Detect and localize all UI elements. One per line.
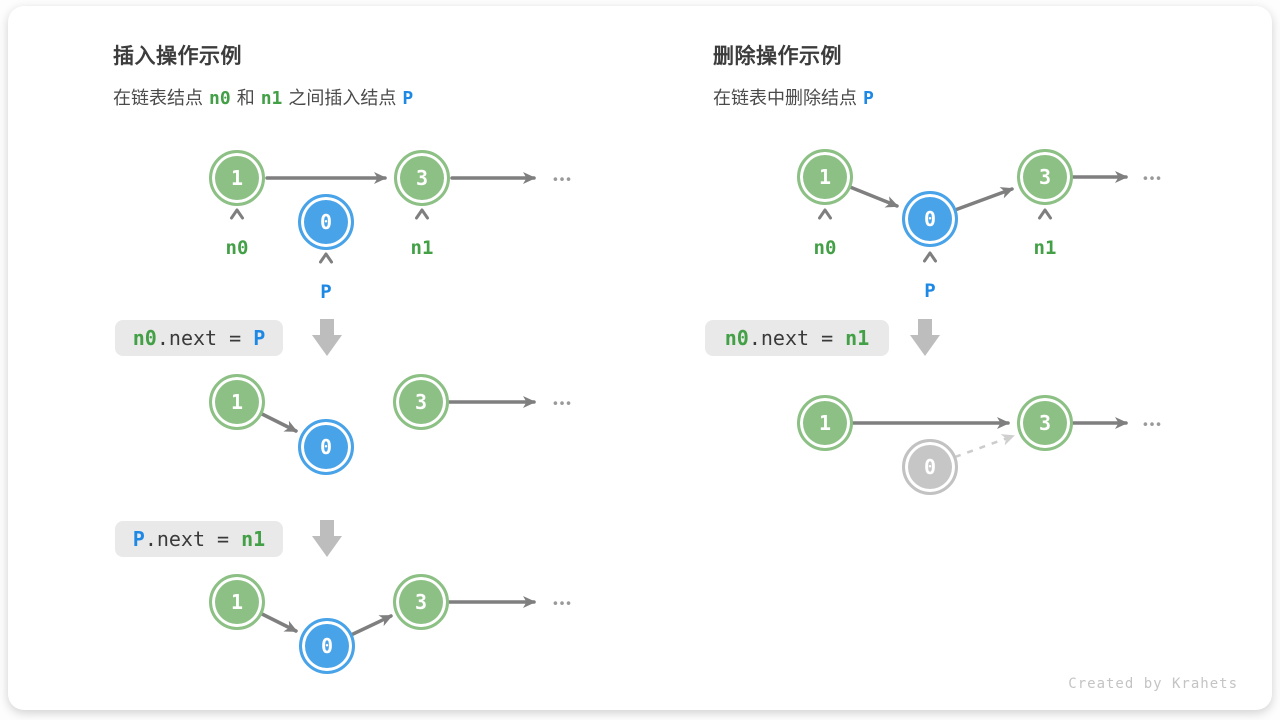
node-n0: 1 [209, 150, 265, 206]
label-p: P [924, 280, 936, 302]
token-p: P [863, 88, 874, 109]
node-p: 0 [902, 191, 958, 247]
code-lhs: P [132, 527, 145, 551]
caret-up-icon [923, 251, 937, 263]
code-mid: .next = [144, 527, 242, 551]
arrow-n0-to-p [260, 612, 298, 633]
ellipsis: ••• [1143, 416, 1163, 432]
caret-up-icon [319, 252, 333, 264]
ellipsis: ••• [553, 595, 573, 611]
code-lhs: n0 [132, 326, 157, 350]
token-n0: n0 [209, 88, 231, 109]
label-p: P [320, 281, 332, 303]
insert-panel-title: 插入操作示例 [113, 45, 242, 68]
arrow-p-to-n1 [349, 614, 393, 637]
code-rhs: n1 [241, 527, 266, 551]
label-n0: n0 [813, 237, 837, 259]
code-p-next-n1: P.next = n1 [115, 521, 283, 557]
label-n1: n1 [410, 237, 434, 259]
watermark: Created by Krahets [1068, 676, 1238, 692]
arrow-p-to-n1 [953, 187, 1014, 212]
step-down-arrow-icon [312, 319, 342, 356]
token-n1: n1 [260, 88, 283, 109]
subtitle-text: 和 [236, 88, 255, 108]
node-n1: 3 [393, 574, 449, 630]
delete-panel-subtitle: 在链表中删除结点 P [713, 84, 880, 110]
subtitle-text: 之间插入结点 [288, 88, 397, 108]
arrow-removed-p-to-n1-dashed [954, 434, 1015, 459]
node-n0: 1 [209, 374, 265, 430]
node-p: 0 [298, 419, 354, 475]
node-p: 0 [298, 194, 354, 250]
node-n0: 1 [797, 395, 853, 451]
arrow-n0-to-p [260, 412, 298, 433]
arrow-n0-to-p [848, 185, 899, 208]
token-p: P [402, 88, 414, 109]
ellipsis: ••• [1143, 170, 1163, 186]
node-n1: 3 [393, 374, 449, 430]
code-rhs: n1 [845, 326, 870, 350]
node-n1: 3 [1017, 149, 1073, 205]
subtitle-text: 在链表中删除结点 [713, 88, 857, 108]
node-n0: 1 [797, 149, 853, 205]
label-n0: n0 [225, 237, 249, 259]
ellipsis: ••• [553, 395, 573, 411]
caret-up-icon [1038, 208, 1052, 220]
step-down-arrow-icon [312, 520, 342, 557]
code-n0-next-n1: n0.next = n1 [705, 320, 889, 356]
code-n0-next-p: n0.next = P [115, 320, 283, 356]
subtitle-text: 在链表结点 [113, 88, 203, 108]
node-n1: 3 [394, 150, 450, 206]
label-n1: n1 [1033, 237, 1057, 259]
caret-up-icon [818, 208, 832, 220]
caret-up-icon [230, 208, 244, 220]
node-n1: 3 [1017, 395, 1073, 451]
caret-up-icon [415, 208, 429, 220]
step-down-arrow-icon [910, 319, 940, 356]
node-p-removed: 0 [902, 439, 958, 495]
code-rhs: P [253, 326, 266, 350]
node-n0: 1 [209, 574, 265, 630]
node-p: 0 [299, 618, 355, 674]
code-lhs: n0 [724, 326, 749, 350]
delete-panel-title: 删除操作示例 [713, 45, 842, 68]
code-mid: .next = [156, 326, 254, 350]
ellipsis: ••• [553, 171, 573, 187]
code-mid: .next = [748, 326, 846, 350]
